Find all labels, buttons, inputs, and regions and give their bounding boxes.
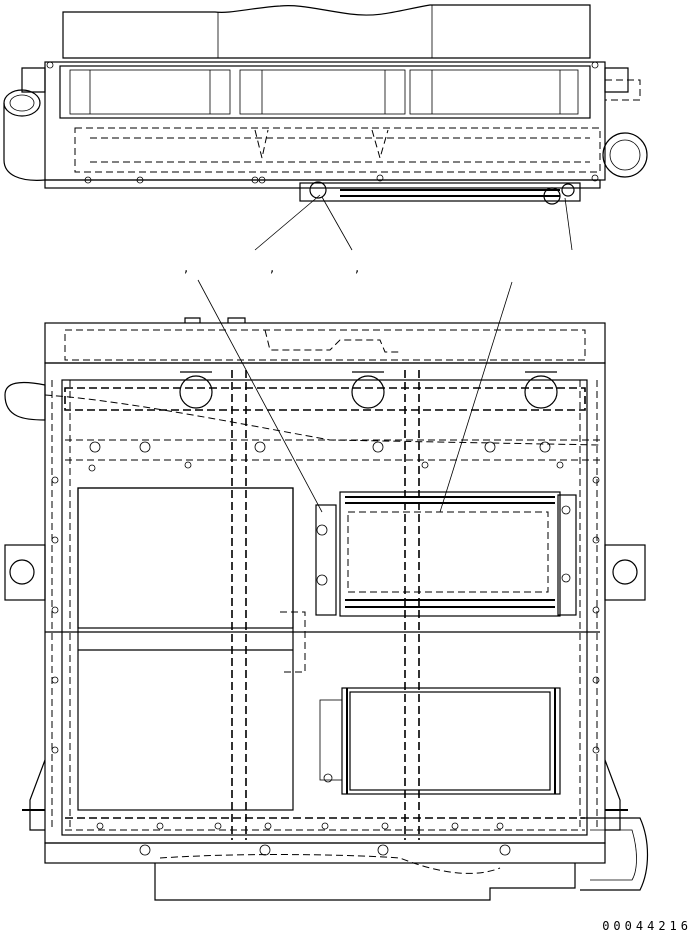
callout-mark: , (184, 261, 188, 276)
callout-marks: , , , (184, 261, 359, 276)
top-view (3, 4, 648, 205)
front-view (4, 317, 649, 901)
cooler-fins-upper (345, 496, 555, 608)
bolt-row-upper (88, 441, 564, 472)
drawing-number: 00044216 (602, 919, 692, 933)
callout-mark: , (355, 261, 359, 276)
bolt-row-lower (96, 822, 511, 856)
callout-mark: , (270, 261, 274, 276)
side-bolts (51, 476, 600, 754)
leader-lines (197, 194, 573, 513)
